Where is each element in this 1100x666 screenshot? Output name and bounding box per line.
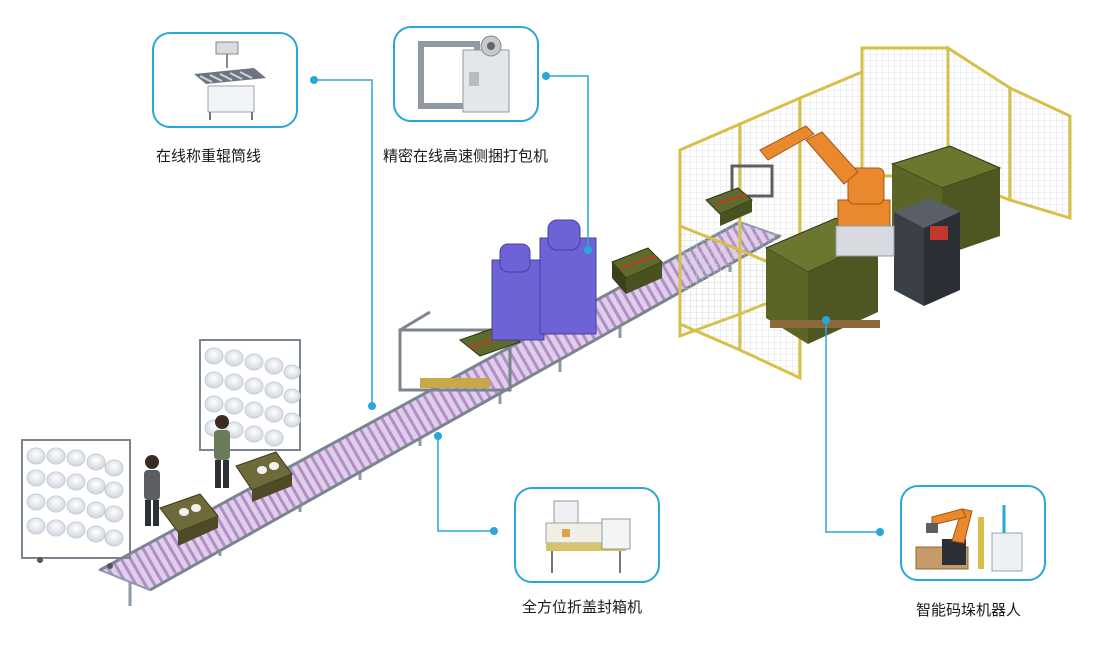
control-cabinet <box>894 198 960 306</box>
roller-scale-icon <box>194 41 266 120</box>
open-carton-2 <box>235 451 293 502</box>
worker-2 <box>214 415 230 488</box>
leader-lines <box>314 75 880 533</box>
callout-strapper <box>393 26 539 122</box>
spool-rack-right <box>199 339 301 451</box>
robot-arm <box>730 125 895 257</box>
leader-dots <box>310 72 884 536</box>
strapping-machine-icon <box>418 35 510 113</box>
open-carton-1 <box>159 493 219 546</box>
label-weigher: 在线称重辊筒线 <box>156 147 262 165</box>
strapping-machine <box>491 219 597 341</box>
carton-sealer-icon <box>545 500 631 573</box>
worker-1 <box>144 455 160 526</box>
sealed-carton-1 <box>611 247 663 294</box>
label-palletizer: 智能码垛机器人 <box>916 601 1022 619</box>
carton-at-gripper <box>705 187 753 226</box>
callout-sealer <box>514 487 660 583</box>
conveyor-line <box>97 220 783 606</box>
label-strapper: 精密在线高速侧捆打包机 <box>383 147 549 165</box>
label-sealer: 全方位折盖封箱机 <box>522 598 643 616</box>
spool-rack-left <box>21 439 131 569</box>
callout-palletizer <box>900 485 1046 581</box>
palletizing-robot-icon <box>915 505 1023 572</box>
callout-weigher <box>152 32 298 128</box>
safety-fence <box>678 45 1072 381</box>
